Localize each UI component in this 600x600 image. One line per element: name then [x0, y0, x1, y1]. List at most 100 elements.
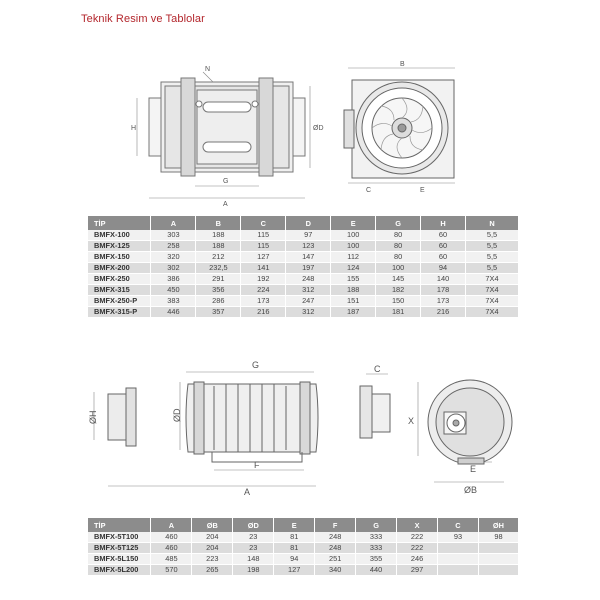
- table-row: BMFX-5T125 460 204 23 81 248 333 222: [88, 542, 520, 554]
- table-cell: 7X4: [465, 284, 519, 296]
- table-cell: 60: [420, 230, 467, 241]
- table-row: BMFX-250 386 291 192 248 155 145 140 7X4: [88, 273, 519, 285]
- table-cell: BMFX-5T125: [88, 542, 152, 554]
- table-cell: 141: [240, 262, 287, 274]
- table-cell: 100: [375, 262, 422, 274]
- column-header: A: [150, 518, 193, 532]
- column-header: H: [420, 216, 467, 230]
- table-cell: 212: [195, 251, 242, 263]
- table-cell: 440: [355, 564, 398, 576]
- table-cell: 460: [150, 542, 193, 554]
- column-header: ØD: [232, 518, 275, 532]
- table-cell: 258: [150, 240, 197, 252]
- table-cell: 123: [285, 240, 332, 252]
- table-cell: 224: [240, 284, 287, 296]
- dim-label-d: ØD: [313, 125, 324, 132]
- table-cell: 204: [191, 532, 234, 543]
- table-cell: 173: [240, 295, 287, 307]
- table-cell: 151: [330, 295, 377, 307]
- table-cell: 320: [150, 251, 197, 263]
- table-cell: 222: [396, 532, 438, 543]
- table-header-row: TİP A B C D E G H N: [88, 216, 519, 230]
- table-cell: 356: [195, 284, 242, 296]
- table-cell: 446: [150, 306, 197, 318]
- spec-table-bmfx: TİP A B C D E G H N BMFX-100 303 188 115…: [88, 216, 519, 318]
- table-cell: [478, 542, 520, 554]
- table-cell: 223: [191, 553, 234, 565]
- table-row: BMFX-315 450 356 224 312 188 182 178 7X4: [88, 284, 519, 296]
- column-header: G: [375, 216, 422, 230]
- table-cell: 97: [285, 230, 332, 241]
- table-cell: BMFX-250: [88, 273, 152, 285]
- table-row: BMFX-5L150 485 223 148 94 251 355 246: [88, 553, 520, 565]
- table-cell: 100: [330, 230, 377, 241]
- table-cell: 147: [285, 251, 332, 263]
- table-cell: [437, 564, 479, 576]
- column-header: A: [150, 216, 197, 230]
- table-cell: 246: [396, 553, 438, 565]
- table-cell: 5,5: [465, 262, 519, 274]
- table-cell: 5,5: [465, 251, 519, 263]
- table-cell: 485: [150, 553, 193, 565]
- table-cell: BMFX-5T100: [88, 532, 152, 543]
- impeller-blades: [371, 97, 433, 159]
- column-header: ØH: [478, 518, 520, 532]
- table-cell: 312: [285, 306, 332, 318]
- table-cell: 248: [285, 273, 332, 285]
- table-cell: 148: [232, 553, 275, 565]
- dim-label-c: C: [366, 187, 371, 194]
- table-cell: 5,5: [465, 230, 519, 241]
- column-header: F: [314, 518, 357, 532]
- table-row: BMFX-5T100 460 204 23 81 248 333 222 93 …: [88, 532, 520, 543]
- table-cell: BMFX-315: [88, 284, 152, 296]
- drawing-connector-view: C: [352, 364, 402, 454]
- dim-label-a: A: [244, 487, 250, 497]
- table-row: BMFX-125 258 188 115 123 100 80 60 5,5: [88, 240, 519, 252]
- column-header: G: [355, 518, 398, 532]
- table-cell: 570: [150, 564, 193, 576]
- table-cell: 94: [273, 553, 316, 565]
- table-cell: 127: [240, 251, 287, 263]
- table-cell: 187: [330, 306, 377, 318]
- column-header: D: [285, 216, 332, 230]
- table-cell: 100: [330, 240, 377, 252]
- table-row: BMFX-315-P 446 357 216 312 187 181 216 7…: [88, 306, 519, 318]
- table-cell: 357: [195, 306, 242, 318]
- table-cell: 115: [240, 240, 287, 252]
- table-cell: [478, 553, 520, 565]
- spec-table-bmfx-5: TİP A ØB ØD E F G X C ØH BMFX-5T100 460 …: [88, 518, 520, 576]
- column-header: TİP: [88, 518, 152, 532]
- table-cell: 182: [375, 284, 422, 296]
- table-cell: 204: [191, 542, 234, 554]
- table-cell: 60: [420, 240, 467, 252]
- dim-label-h: H: [131, 125, 136, 132]
- table-cell: 192: [240, 273, 287, 285]
- dim-label-g: G: [252, 360, 259, 370]
- drawing-side-view-1: N H ØD G A: [125, 60, 330, 210]
- column-header: TİP: [88, 216, 152, 230]
- dim-label-b: B: [400, 61, 405, 68]
- table-cell: 286: [195, 295, 242, 307]
- table-cell: 112: [330, 251, 377, 263]
- table-cell: 124: [330, 262, 377, 274]
- dim-label-g: G: [223, 178, 228, 185]
- table-cell: 265: [191, 564, 234, 576]
- column-header: N: [465, 216, 519, 230]
- table-cell: 155: [330, 273, 377, 285]
- dim-label-c: C: [374, 364, 381, 374]
- table-cell: BMFX-5L150: [88, 553, 152, 565]
- table-cell: [437, 553, 479, 565]
- table-cell: 251: [314, 553, 357, 565]
- table-cell: 303: [150, 230, 197, 241]
- column-header: E: [330, 216, 377, 230]
- table-cell: 232,5: [195, 262, 242, 274]
- table-cell: 248: [314, 532, 357, 543]
- table-row: BMFX-100 303 188 115 97 100 80 60 5,5: [88, 230, 519, 241]
- table-header-row: TİP A ØB ØD E F G X C ØH: [88, 518, 520, 532]
- table-cell: 7X4: [465, 295, 519, 307]
- dim-label-x: X: [408, 416, 414, 426]
- table-cell: 181: [375, 306, 422, 318]
- table-cell: 145: [375, 273, 422, 285]
- table-cell: 140: [420, 273, 467, 285]
- table-cell: 60: [420, 251, 467, 263]
